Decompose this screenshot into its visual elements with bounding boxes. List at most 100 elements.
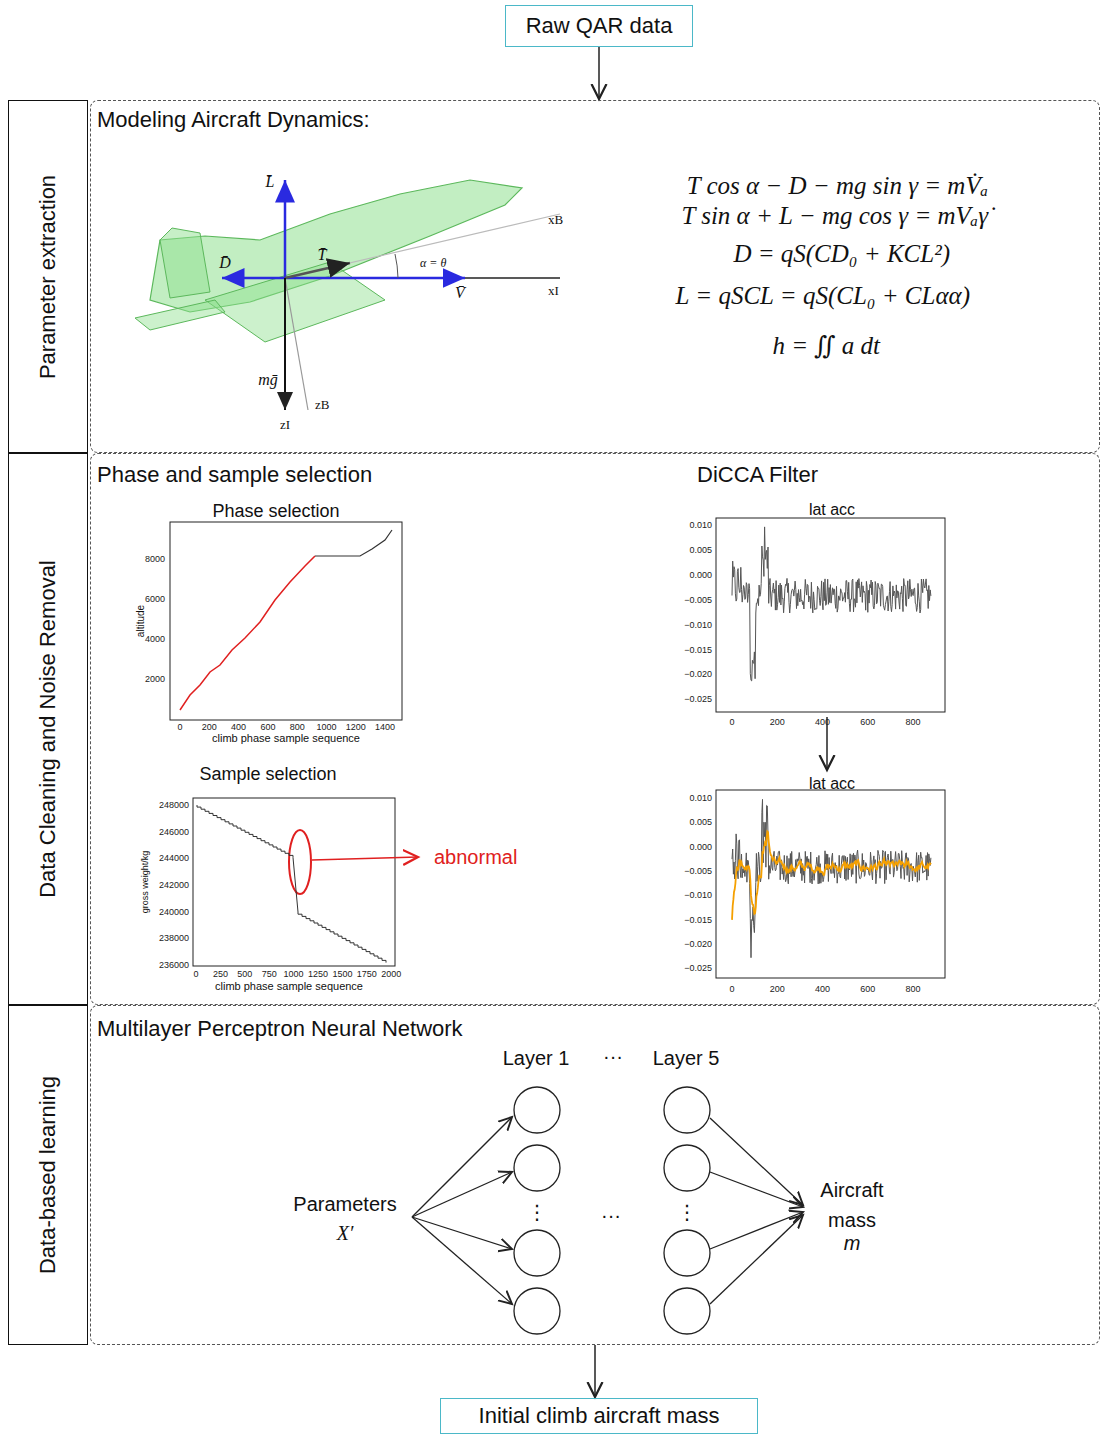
section-region: Multilayer Perceptron Neural Network [90, 1005, 1100, 1345]
tick-label: 1200 [346, 723, 366, 733]
text-label: ··· [603, 1045, 623, 1067]
tick-label: 0 [729, 718, 734, 728]
tick-label: 1250 [308, 970, 328, 980]
tick-label: −0.005 [684, 867, 712, 877]
text-label: Parameters [293, 1193, 396, 1215]
tick-label: 800 [290, 723, 305, 733]
text-label: ⋮ [527, 1201, 547, 1223]
tick-label: −0.015 [684, 916, 712, 926]
node-title: Multilayer Perceptron Neural Network [97, 1016, 463, 1042]
tick-label: 200 [770, 718, 785, 728]
tick-label: 250 [213, 970, 228, 980]
tick-label: −0.025 [684, 695, 712, 705]
sample-chart [193, 798, 418, 966]
tick-label: 200 [770, 985, 785, 995]
tick-label: 238000 [159, 934, 189, 944]
tick-label: 1500 [332, 970, 352, 980]
tick-label: −0.025 [684, 964, 712, 974]
text-label: altitude [135, 605, 146, 637]
tick-label: 4000 [145, 635, 165, 645]
tick-label: 800 [905, 985, 920, 995]
section-label: Data Cleaning and Noise Removal [8, 453, 88, 1005]
plot-lines [197, 527, 931, 963]
equation: T cos α − D − mg sin γ = mV̇ₐ [687, 172, 988, 200]
tick-label: 1400 [375, 723, 395, 733]
node-title: Data-based learning [35, 1076, 61, 1274]
aircraft-figure [135, 180, 560, 410]
text-label: α = θ [420, 257, 446, 270]
section-region: Modeling Aircraft Dynamics: [90, 100, 1100, 453]
node-title: Data Cleaning and Noise Removal [35, 560, 61, 898]
text-label: zB [315, 398, 329, 412]
flow-arrow [598, 47, 600, 99]
tick-label: 400 [815, 985, 830, 995]
tick-label: −0.020 [684, 940, 712, 950]
text-label: D̄ [219, 254, 231, 272]
tick-label: 1000 [284, 970, 304, 980]
tick-label: 236000 [159, 961, 189, 971]
text-label: gross weight/kg [141, 851, 151, 914]
text-label: Aircraft [820, 1179, 883, 1201]
tick-label: 750 [262, 970, 277, 980]
text-label: mḡ [258, 371, 278, 389]
text-label: Sample selection [199, 765, 336, 785]
text-label: xB [548, 213, 563, 227]
equation: L = qSCL = qS(CL₀ + CLαα) [676, 282, 970, 310]
text-label: mass [828, 1209, 876, 1231]
tick-label: −0.015 [684, 646, 712, 656]
neural-network [412, 1087, 803, 1334]
tick-label: 2000 [145, 675, 165, 685]
tick-label: 1000 [316, 723, 336, 733]
tick-label: 0 [177, 723, 182, 733]
tick-label: 200 [202, 723, 217, 733]
text-label: lat acc [809, 775, 855, 793]
tick-label: 600 [260, 723, 275, 733]
tick-label: 244000 [159, 854, 189, 864]
phase-chart [170, 522, 402, 720]
tick-label: 0.005 [689, 818, 712, 828]
flow-arrow [594, 1345, 596, 1397]
tick-label: 400 [815, 718, 830, 728]
text-label: V̄ [455, 284, 465, 302]
tick-label: 8000 [145, 555, 165, 565]
tick-label: 0.000 [689, 843, 712, 853]
tick-label: 0 [193, 970, 198, 980]
tick-label: 500 [237, 970, 252, 980]
tick-label: 246000 [159, 828, 189, 838]
tick-label: −0.010 [684, 891, 712, 901]
equation: h = ∬ a dt [772, 332, 880, 360]
node-title: Parameter extraction [35, 174, 61, 378]
node-title: Modeling Aircraft Dynamics: [97, 107, 370, 133]
tick-label: 242000 [159, 881, 189, 891]
equation: T sin α + L − mg cos γ = mVₐγ̇ [681, 202, 988, 230]
node-title: Phase and sample selection [97, 462, 372, 488]
input-box: Raw QAR data [505, 5, 693, 47]
tick-label: 2000 [381, 970, 401, 980]
tick-label: 0 [729, 985, 734, 995]
tick-label: 248000 [159, 801, 189, 811]
node-subtitle: DiCCA Filter [697, 462, 818, 488]
text-label: T̄ [318, 246, 327, 264]
text-label: Layer 1 [503, 1047, 570, 1069]
text-label: lat acc [809, 501, 855, 519]
tick-label: 0.005 [689, 546, 712, 556]
text-label: abnormal [434, 846, 517, 868]
node-title: Raw QAR data [526, 13, 673, 39]
section-label: Data-based learning [8, 1005, 88, 1345]
output-box: Initial climb aircraft mass [440, 1398, 758, 1434]
text-label: Phase selection [212, 502, 339, 522]
tick-label: 800 [905, 718, 920, 728]
text-label: Layer 5 [653, 1047, 720, 1069]
node-title: Initial climb aircraft mass [479, 1403, 720, 1429]
text-label: climb phase sample sequence [212, 732, 360, 744]
section-label: Parameter extraction [8, 100, 88, 453]
dicca-charts [716, 518, 945, 978]
tick-label: 1750 [357, 970, 377, 980]
text-label: ··· [601, 1204, 621, 1226]
tick-label: −0.020 [684, 670, 712, 680]
tick-label: 0.000 [689, 571, 712, 581]
tick-label: 400 [231, 723, 246, 733]
text-label: m [844, 1232, 861, 1254]
equation: D = qS(CD₀ + KCL²) [733, 240, 950, 268]
tick-label: 0.010 [689, 521, 712, 531]
